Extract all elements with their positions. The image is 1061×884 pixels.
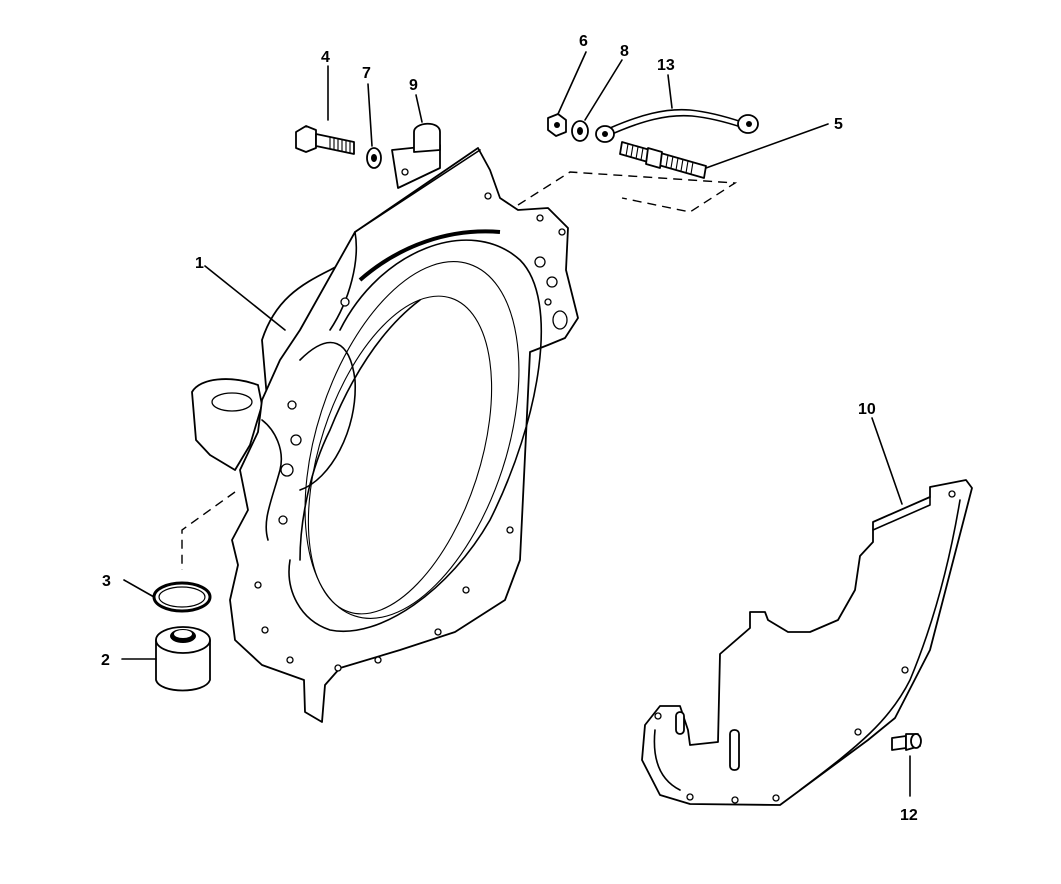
leader-lines <box>121 51 911 797</box>
lock-washer <box>571 120 589 142</box>
ground-strap <box>595 108 759 143</box>
label-part-13: 13 <box>657 57 675 74</box>
washer <box>366 147 382 169</box>
alignment-line-stud <box>517 171 738 213</box>
cover-plate <box>641 479 973 806</box>
flywheel-housing <box>191 147 579 723</box>
label-part-5: 5 <box>834 116 843 133</box>
label-part-2: 2 <box>101 652 110 669</box>
label-part-8: 8 <box>620 43 629 60</box>
bushing <box>155 626 211 692</box>
label-part-9: 9 <box>409 77 418 94</box>
alignment-line-boss <box>181 491 236 570</box>
label-part-12: 12 <box>900 807 918 824</box>
bolt <box>295 125 355 155</box>
nut <box>547 113 567 137</box>
label-part-3: 3 <box>102 573 111 590</box>
clip <box>391 122 441 189</box>
label-part-10: 10 <box>858 401 876 418</box>
label-part-6: 6 <box>579 33 588 50</box>
label-part-1: 1 <box>195 255 204 272</box>
label-part-7: 7 <box>362 65 371 82</box>
part-labels: 1 2 3 4 5 6 7 8 9 10 12 13 <box>101 33 918 824</box>
screw <box>891 733 922 751</box>
ring <box>152 581 212 613</box>
label-part-4: 4 <box>321 49 330 66</box>
stud <box>619 141 707 179</box>
